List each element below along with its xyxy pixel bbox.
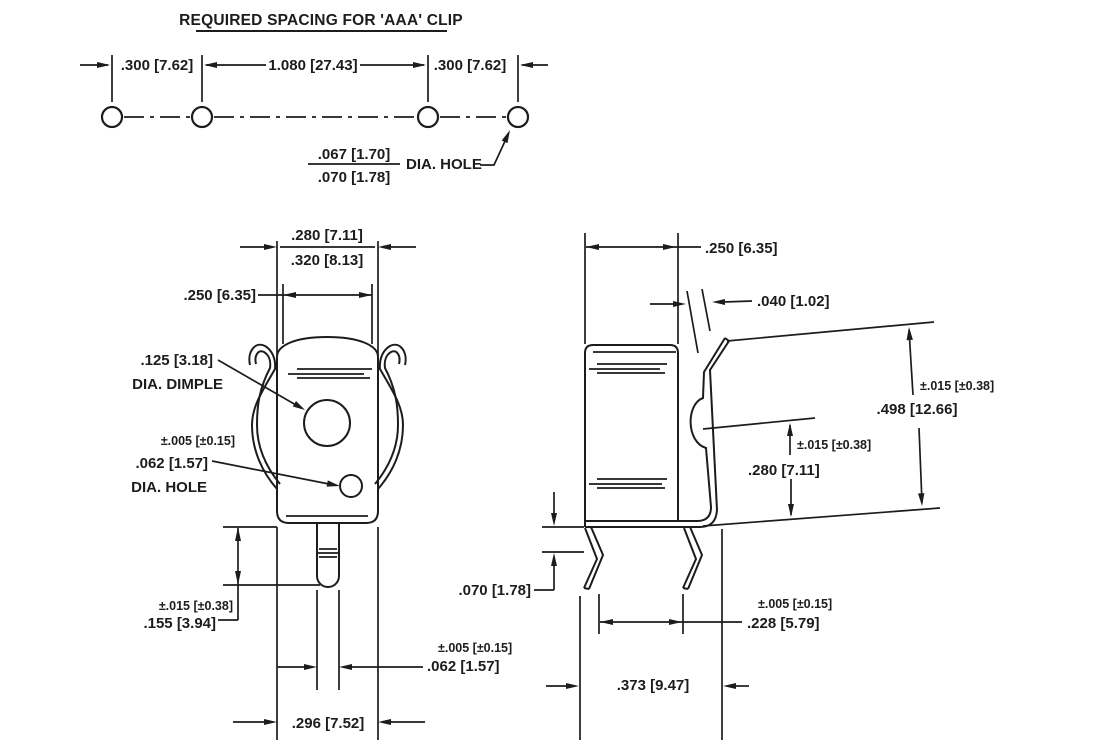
dim-dimple-height: .280 [7.11] xyxy=(748,462,820,479)
dim-front-hole-dia: .062 [1.57] xyxy=(135,455,208,472)
mounting-hole-3 xyxy=(416,105,440,129)
spring-arm-outer xyxy=(585,340,730,528)
dim-spacing-span: 1.080 [27.43] xyxy=(268,57,357,74)
dim-hole-dia-min: .067 [1.70] xyxy=(318,146,391,163)
dim-dimple-height-tol: ±.015 [±0.38] xyxy=(797,438,871,452)
side-view: .250 [6.35] .040 [1.02] ±.015 [±0.38] xyxy=(458,233,994,740)
dim-feet-span: .228 [5.79] xyxy=(747,615,820,632)
dim-dimple-dia: .125 [3.18] xyxy=(140,352,213,369)
dim-front-width-min: .280 [7.11] xyxy=(291,227,363,244)
dim-side-depth: .250 [6.35] xyxy=(705,240,778,257)
mounting-hole-1 xyxy=(100,105,124,129)
left-spring-curl xyxy=(248,343,278,490)
right-spring-curl xyxy=(377,343,407,490)
dim-front-hole-tol: ±.005 [±0.15] xyxy=(161,434,235,448)
drawing-title: REQUIRED SPACING FOR 'AAA' CLIP xyxy=(179,12,463,29)
front-view: .280 [7.11] .320 [8.13] .250 [6.35] .125… xyxy=(131,227,512,740)
front-clip-outline xyxy=(276,335,379,524)
dim-front-width-max: .320 [8.13] xyxy=(291,252,364,269)
dim-front-inner-width: .250 [6.35] xyxy=(183,287,256,304)
dim-material-thickness: .040 [1.02] xyxy=(757,293,830,310)
dim-feet-span-tol: ±.005 [±0.15] xyxy=(758,597,832,611)
dim-hole-dia-max: .070 [1.78] xyxy=(318,169,391,186)
label-dia-hole-top: DIA. HOLE xyxy=(406,156,482,173)
solder-tab xyxy=(316,523,340,588)
dim-tab-len: .155 [3.94] xyxy=(143,615,216,632)
dimple-circle xyxy=(303,399,351,447)
dim-foot-gap: .070 [1.78] xyxy=(458,582,531,599)
dim-spacing-right: .300 [7.62] xyxy=(434,57,507,74)
dim-height: .498 [12.66] xyxy=(877,401,958,418)
mounting-hole-2 xyxy=(190,105,214,129)
dim-base-width: .296 [7.52] xyxy=(292,715,365,732)
label-dia-dimple: DIA. DIMPLE xyxy=(132,376,223,393)
dim-tab-width-tol: ±.005 [±0.15] xyxy=(438,641,512,655)
dim-spacing-left: .300 [7.62] xyxy=(121,57,194,74)
dim-height-tol: ±.015 [±0.38] xyxy=(920,379,994,393)
spring-arm-inner xyxy=(585,337,726,522)
dim-tab-len-tol: ±.015 [±0.38] xyxy=(159,599,233,613)
rivet-hole-circle xyxy=(339,474,363,498)
right-leg xyxy=(682,527,698,589)
left-leg xyxy=(583,527,599,589)
dim-base-depth: .373 [9.47] xyxy=(617,677,690,694)
dim-tab-width: .062 [1.57] xyxy=(427,658,500,675)
label-front-dia-hole: DIA. HOLE xyxy=(131,479,207,496)
side-clip-body xyxy=(584,344,679,527)
spacing-diagram: REQUIRED SPACING FOR 'AAA' CLIP .300 [7.… xyxy=(80,12,548,186)
mounting-hole-4 xyxy=(506,105,530,129)
